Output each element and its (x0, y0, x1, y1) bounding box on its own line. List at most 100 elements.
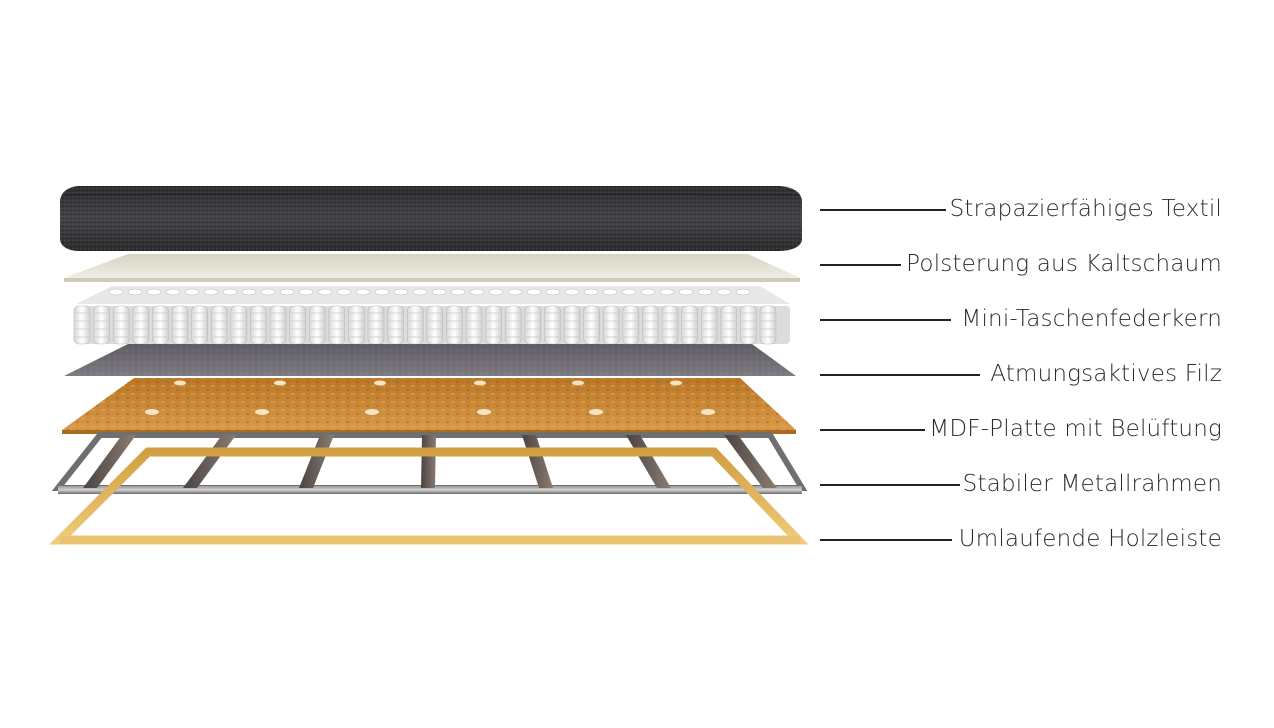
vent-hole (572, 380, 584, 386)
felt-layer (64, 344, 796, 376)
spring-top (545, 288, 561, 296)
spring-top (260, 288, 276, 296)
spring-coil (73, 305, 91, 345)
spring-top (203, 288, 219, 296)
metal-frame-layer (51, 432, 808, 494)
spring-coil (348, 305, 365, 345)
spring-coil (210, 305, 228, 345)
spring-coil (387, 305, 404, 345)
spring-top (488, 288, 504, 296)
spring-top (678, 288, 694, 296)
spring-coil (367, 305, 385, 345)
spring-coil (230, 305, 248, 345)
leader-line-textile (820, 209, 946, 211)
spring-top (583, 288, 599, 296)
label-springs: Mini-Taschenfederkern (961, 306, 1222, 332)
spring-coil (446, 305, 463, 345)
spring-coil (465, 305, 483, 345)
spring-top (355, 288, 371, 296)
foam-layer (64, 254, 800, 282)
spring-coil (642, 305, 659, 345)
spring-coil (250, 305, 267, 345)
vent-hole (589, 409, 603, 415)
spring-top (526, 288, 542, 296)
cross-bar (83, 435, 136, 488)
leader-line-wood (820, 539, 952, 541)
vent-hole (255, 409, 269, 415)
leader-line-felt (820, 374, 980, 376)
spring-coil (563, 305, 581, 345)
spring-coil (328, 305, 346, 345)
spring-top (659, 288, 675, 296)
vent-hole (174, 380, 186, 386)
label-wood: Umlaufende Holzleiste (958, 526, 1222, 552)
spring-coil (740, 305, 757, 345)
spring-coil (406, 305, 424, 345)
cross-bar (522, 435, 553, 488)
spring-coil (93, 305, 110, 345)
label-felt: Atmungsaktives Filz (990, 361, 1222, 387)
spring-top (735, 288, 751, 296)
spring-top (374, 288, 390, 296)
spring-coil (681, 305, 698, 345)
spring-top (412, 288, 428, 296)
spring-top (165, 288, 181, 296)
spring-top (317, 288, 333, 296)
spring-top (450, 288, 466, 296)
leader-line-foam (820, 264, 901, 266)
spring-top (241, 288, 257, 296)
spring-top (469, 288, 485, 296)
spring-coil (269, 305, 287, 345)
label-mdf: MDF-Platte mit Belüftung (929, 416, 1222, 442)
vent-hole (670, 380, 682, 386)
cross-bar (724, 435, 777, 488)
spring-coil (661, 305, 679, 345)
spring-coil (171, 305, 189, 345)
vent-hole (145, 409, 159, 415)
label-metal: Stabiler Metallrahmen (962, 471, 1222, 497)
spring-coil (485, 305, 502, 345)
spring-coil (132, 305, 150, 345)
spring-top (640, 288, 656, 296)
spring-top (697, 288, 713, 296)
spring-top (127, 288, 143, 296)
spring-coil (504, 305, 522, 345)
spring-coil (524, 305, 542, 345)
spring-top (507, 288, 523, 296)
textile-layer (60, 186, 802, 251)
cross-bar (299, 435, 334, 488)
vent-hole (274, 380, 286, 386)
spring-top (279, 288, 295, 296)
cross-bar (421, 435, 436, 488)
vent-hole (374, 380, 386, 386)
spring-core-layer (73, 286, 790, 345)
spring-top (602, 288, 618, 296)
leader-line-metal (820, 484, 960, 486)
spring-coil (289, 305, 306, 345)
spring-coil (426, 305, 444, 345)
spring-coil (700, 305, 718, 345)
spring-top (222, 288, 238, 296)
spring-top (146, 288, 162, 296)
spring-top (431, 288, 447, 296)
spring-top (393, 288, 409, 296)
spring-coil (191, 305, 208, 345)
leader-line-springs (820, 319, 951, 321)
vent-hole (477, 409, 491, 415)
spring-coil (308, 305, 326, 345)
vent-hole (365, 409, 379, 415)
label-foam: Polsterung aus Kaltschaum (906, 251, 1222, 277)
cross-bar (183, 435, 236, 488)
spring-top (298, 288, 314, 296)
spring-top (108, 288, 124, 296)
spring-coil (622, 305, 640, 345)
spring-coil (759, 305, 777, 345)
spring-coil (602, 305, 620, 345)
spring-top (621, 288, 637, 296)
vent-hole (474, 380, 486, 386)
leader-line-mdf (820, 429, 925, 431)
spring-top (564, 288, 580, 296)
spring-coil (583, 305, 600, 345)
